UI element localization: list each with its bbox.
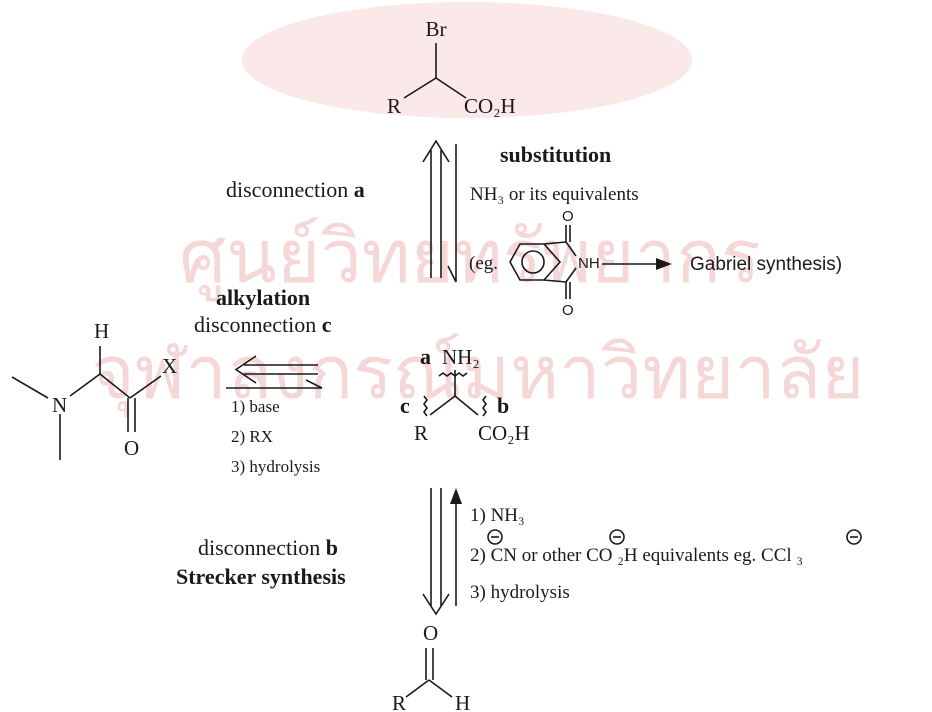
eg-open: (eg. bbox=[469, 253, 498, 274]
alkylation-condition-1: 1) base bbox=[231, 397, 280, 416]
phthalimide-structure: O O NH bbox=[509, 208, 600, 319]
phthalimide-bond-upper bbox=[543, 241, 567, 245]
watermark: ศูนย์วิทยทรัพยากร จุฬาลงกรณ์มหาวิทยาลัย bbox=[91, 2, 865, 418]
c-x-bond bbox=[129, 375, 162, 399]
label-b: b bbox=[497, 393, 509, 418]
n-ch-bond bbox=[69, 373, 101, 397]
strecker-condition-2: 2) CN or other CO ₂H equivalents eg. CCl… bbox=[470, 545, 803, 566]
disconnection-c-label: disconnection c bbox=[194, 312, 332, 337]
bromine-atom: Br bbox=[426, 17, 447, 41]
watermark-emblem bbox=[242, 2, 692, 118]
dimethylamino-acyl-compound: N H X O bbox=[11, 319, 177, 460]
carbonyl-oxygen: O bbox=[124, 436, 139, 460]
step-c: alkylation disconnection c 1) base 2) RX… bbox=[194, 285, 332, 476]
aldehyde-c-h-bond bbox=[428, 679, 453, 698]
step-a: disconnection a substitution NH₃ or its … bbox=[226, 139, 842, 319]
ch-co-bond bbox=[99, 373, 131, 399]
aldehyde-r-group: R bbox=[392, 691, 406, 712]
wiggle-a bbox=[438, 372, 468, 377]
watermark-line-2: จุฬาลงกรณ์มหาวิทยาลัย bbox=[91, 330, 864, 418]
disconnection-b-label: disconnection b bbox=[198, 535, 338, 560]
label-a: a bbox=[420, 344, 431, 369]
watermark-line-1: ศูนย์วิทยทรัพยากร bbox=[179, 214, 760, 302]
r-group-center: R bbox=[414, 421, 428, 445]
label-c: c bbox=[400, 393, 410, 418]
gabriel-arrow-head bbox=[656, 258, 672, 270]
aldehyde-oxygen: O bbox=[423, 621, 438, 645]
strecker-title: Strecker synthesis bbox=[176, 564, 346, 589]
c-cooh-bond bbox=[435, 77, 467, 99]
x-group: X bbox=[162, 354, 177, 378]
r-group-label: R bbox=[387, 94, 401, 118]
forward-arrow-c-head bbox=[305, 379, 323, 389]
anion-charge-marks bbox=[487, 529, 862, 545]
gabriel-synthesis-label: Gabriel synthesis) bbox=[690, 254, 842, 275]
amine-group: NH₂ bbox=[442, 345, 480, 369]
substitution-reagent: NH₃ or its equivalents bbox=[470, 184, 639, 205]
wiggle-b bbox=[482, 395, 487, 417]
retro-arrow-b-head bbox=[422, 593, 450, 616]
alkylation-condition-3: 3) hydrolysis bbox=[231, 457, 320, 476]
alkylation-condition-2: 2) RX bbox=[231, 427, 273, 446]
amino-acid-target: a NH₂ c b R CO₂H bbox=[400, 344, 530, 445]
step-b: disconnection b Strecker synthesis 1) NH… bbox=[176, 488, 862, 616]
aldehyde-hydrogen: H bbox=[455, 691, 470, 712]
carboxyl-center: CO₂H bbox=[478, 421, 530, 445]
phthalimide-bond-n-upper bbox=[565, 241, 577, 257]
nitrogen-atom: N bbox=[52, 393, 67, 417]
phthalimide-nh: NH bbox=[578, 255, 600, 272]
phthalimide-aromatic-circle bbox=[521, 250, 545, 274]
trichloromethyl-charge-icon bbox=[846, 529, 862, 545]
strecker-condition-3: 3) hydrolysis bbox=[470, 582, 570, 603]
phthalimide-bond-n-lower bbox=[565, 267, 577, 283]
c-r-bond bbox=[403, 77, 437, 99]
wiggle-c bbox=[423, 395, 428, 417]
carboxyl-label: CO₂H bbox=[464, 94, 516, 118]
carboxyl-charge-icon bbox=[609, 529, 625, 545]
hydrogen-atom: H bbox=[94, 319, 109, 343]
alkylation-title: alkylation bbox=[216, 285, 310, 310]
forward-arrow-b-head bbox=[450, 488, 462, 504]
disconnection-a-label: disconnection a bbox=[226, 177, 365, 202]
c-cooh-bond-center bbox=[454, 395, 479, 416]
strecker-condition-1: 1) NH₃ bbox=[470, 505, 525, 526]
phthalimide-bond-lower bbox=[543, 279, 567, 283]
retro-arrow-a-head bbox=[422, 139, 450, 163]
aldehyde: O R H bbox=[392, 621, 470, 712]
substitution-title: substitution bbox=[500, 142, 611, 167]
phthalimide-oxygen-bottom: O bbox=[562, 302, 574, 319]
forward-arrow-a-head bbox=[447, 265, 457, 283]
c-r-bond-center bbox=[429, 395, 456, 416]
aldehyde-c-r-bond bbox=[405, 679, 430, 698]
n-methyl-bond-1 bbox=[11, 376, 49, 399]
retro-arrow-c-head bbox=[234, 355, 257, 384]
cyanide-charge-icon bbox=[487, 529, 503, 545]
phthalimide-oxygen-top: O bbox=[562, 208, 574, 225]
alpha-bromo-acid: Br R CO₂H bbox=[387, 17, 516, 118]
